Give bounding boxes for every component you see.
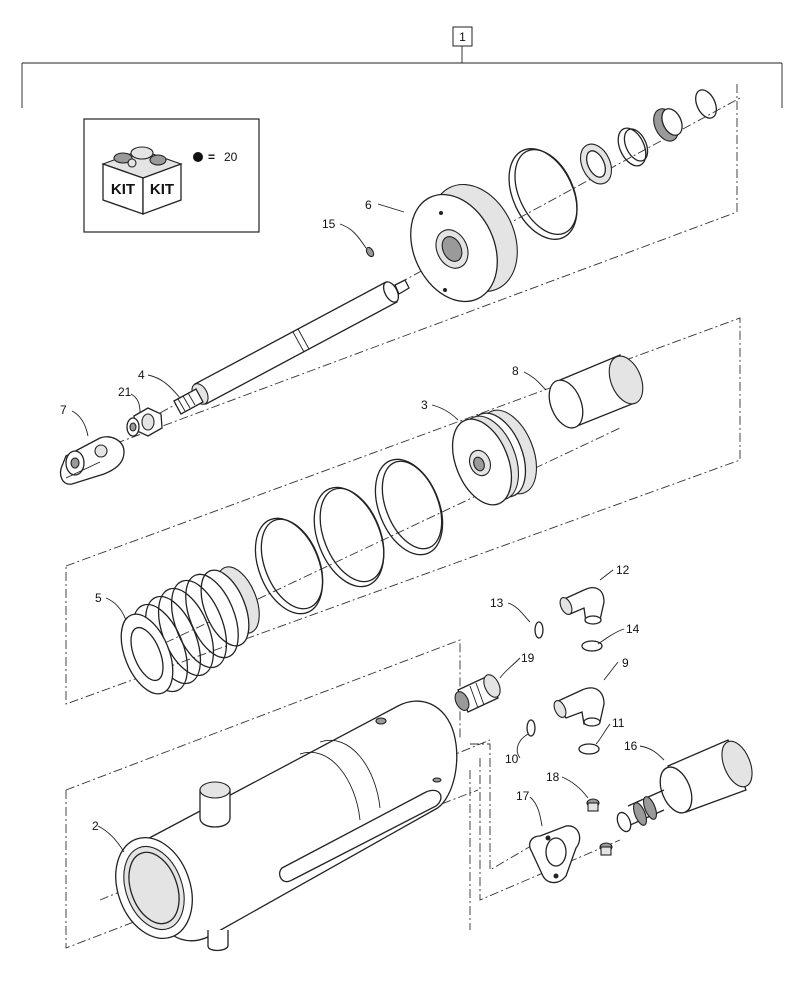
kit-label-left: KIT [111, 181, 135, 198]
callout-11: 11 [612, 716, 625, 730]
part-9-elbow [553, 687, 605, 727]
callout-17: 17 [516, 789, 530, 803]
part-13-oring [534, 621, 544, 639]
part-17-plate [528, 825, 581, 884]
kit-dot-icon [193, 152, 203, 162]
callout-18: 18 [546, 770, 560, 784]
part-18-screw [586, 798, 613, 856]
kit-count: 20 [224, 150, 238, 164]
part-11-oring [578, 743, 600, 755]
callout-9: 9 [622, 656, 629, 670]
callout-21: 21 [118, 385, 132, 399]
kit-label-right: KIT [150, 181, 174, 198]
part-6-gland [410, 183, 518, 303]
part-19-valve [454, 674, 501, 713]
callout-3: 3 [421, 398, 428, 412]
kit-equals: = [208, 150, 215, 164]
part-5-spring [120, 566, 260, 695]
callout-1: 1 [459, 30, 466, 44]
part-4-rod [173, 279, 410, 415]
callout-8: 8 [512, 364, 519, 378]
part-10-oring [526, 719, 536, 737]
callout-16: 16 [624, 739, 638, 753]
callout-6: 6 [365, 198, 372, 212]
part-16-cartridge [616, 739, 753, 833]
callout-12: 12 [616, 563, 630, 577]
callout-2: 2 [92, 819, 99, 833]
part-2-barrel [115, 700, 458, 952]
callout-labels: 2 3 4 5 6 7 8 9 10 11 12 13 14 15 16 17 … [60, 198, 640, 833]
part-7-clevis [59, 436, 125, 485]
callout-7: 7 [60, 403, 67, 417]
part-15-setscrew [365, 246, 375, 258]
part-3-piston [451, 409, 537, 506]
callout-10: 10 [505, 752, 519, 766]
part-12-elbow [559, 587, 605, 625]
callout-4: 4 [138, 368, 145, 382]
callout-14: 14 [626, 622, 640, 636]
kit-box: KIT KIT = 20 [83, 118, 260, 233]
top-seal-set [508, 89, 717, 240]
callout-5: 5 [95, 591, 102, 605]
callout-13: 13 [490, 596, 504, 610]
callout-15: 15 [322, 217, 336, 231]
leader-lines [71, 203, 665, 853]
part-8-spacer [548, 354, 644, 429]
middle-seal-rings [254, 458, 444, 615]
assembly-bracket: 1 [21, 26, 783, 108]
callout-19: 19 [521, 651, 535, 665]
part-21-nut [126, 407, 163, 437]
part-14-oring [581, 640, 603, 652]
